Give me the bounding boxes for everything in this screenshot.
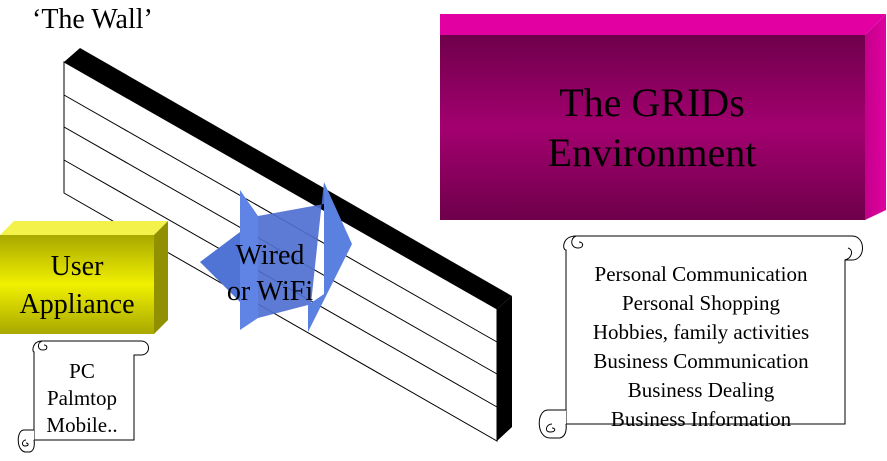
service-item: Personal Shopping <box>621 291 781 315</box>
services-list: Personal Communication Personal Shopping… <box>570 260 832 434</box>
wall-top-edge <box>64 48 512 309</box>
connection-arrow <box>200 182 352 332</box>
service-item: Personal Communication <box>594 262 808 286</box>
connection-label: Wired or WiFi <box>215 238 325 310</box>
device-item: PC <box>69 359 95 383</box>
devices-scroll <box>17 340 149 453</box>
user-appliance-box <box>0 221 168 334</box>
grids-label-line1: The GRIDs <box>559 80 745 125</box>
user-label-line2: Appliance <box>19 289 135 320</box>
grids-environment-label: The GRIDs Environment <box>440 78 864 178</box>
wall-side-edge <box>497 296 512 441</box>
device-item: Palmtop <box>46 386 117 410</box>
wall-label: ‘The Wall’ <box>32 4 153 35</box>
user-appliance-label: User Appliance <box>0 248 154 324</box>
service-item: Business Communication <box>593 349 809 373</box>
service-item: Business Dealing <box>627 378 775 402</box>
grids-environment-box <box>440 14 886 220</box>
device-item: Mobile.. <box>46 413 118 437</box>
services-scroll <box>538 235 863 439</box>
user-label-line1: User <box>50 251 104 282</box>
service-item: Hobbies, family activities <box>592 320 810 344</box>
connection-label-line2: or WiFi <box>226 276 314 307</box>
service-item: Business Information <box>610 407 792 431</box>
grids-label-line2: Environment <box>547 130 757 175</box>
devices-list: PC Palmtop Mobile.. <box>30 358 134 439</box>
connection-label-line1: Wired <box>235 240 305 271</box>
